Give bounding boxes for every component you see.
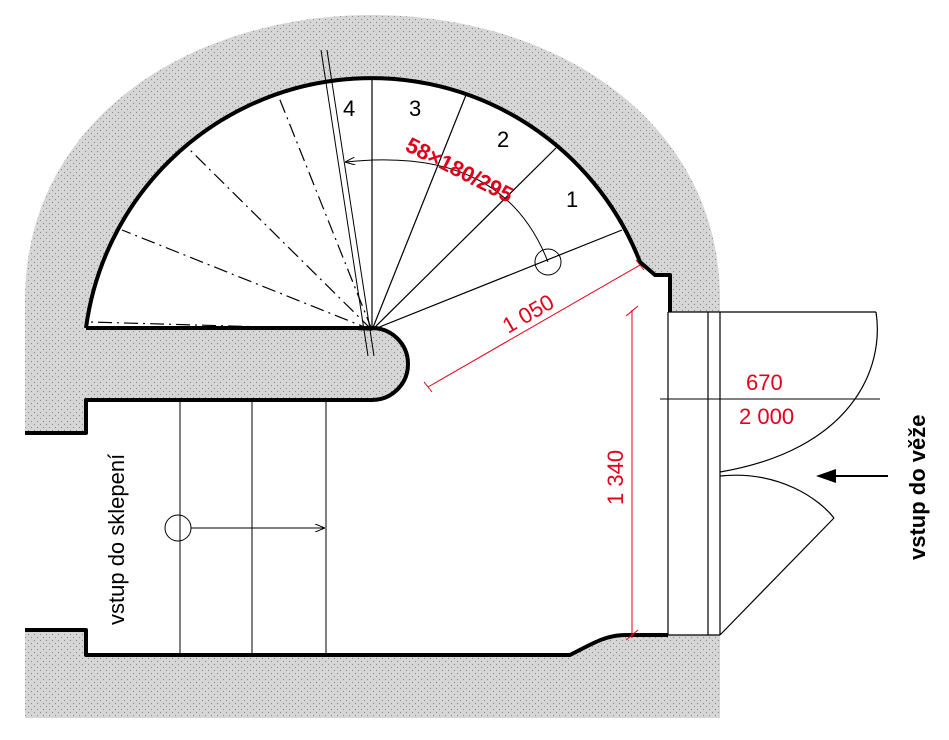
step-number-1: 1 [566,187,578,212]
door-dimension-bottom: 2 000 [739,404,794,429]
tower-entrance-arrowhead [816,469,836,483]
radius-dimension [423,259,645,393]
walking-line-arrow [346,160,549,263]
cellar-entrance-label: vstup do sklepení [104,454,129,625]
passage-height-value: 1 340 [603,450,628,505]
tower-door-opening [668,312,720,635]
step-number-4: 4 [343,96,355,121]
tower-door-frame [667,311,721,636]
walking-line-start-circle [534,248,562,276]
step-lines-solid [371,78,623,331]
spiral-stair-well [86,78,670,656]
cellar-entrance-passage [25,433,86,630]
door-dimension-top: 670 [746,370,783,395]
step-number-3: 3 [409,96,421,121]
tower-entrance-label: vstup do věže [905,415,930,560]
thick-wall-outline [25,76,672,657]
tower-door-leaves [719,311,878,636]
landing-edge-line [320,49,375,357]
step-number-2: 2 [497,127,509,152]
passage-height-dimension [625,305,639,641]
step-lines-dashdot [89,94,373,331]
